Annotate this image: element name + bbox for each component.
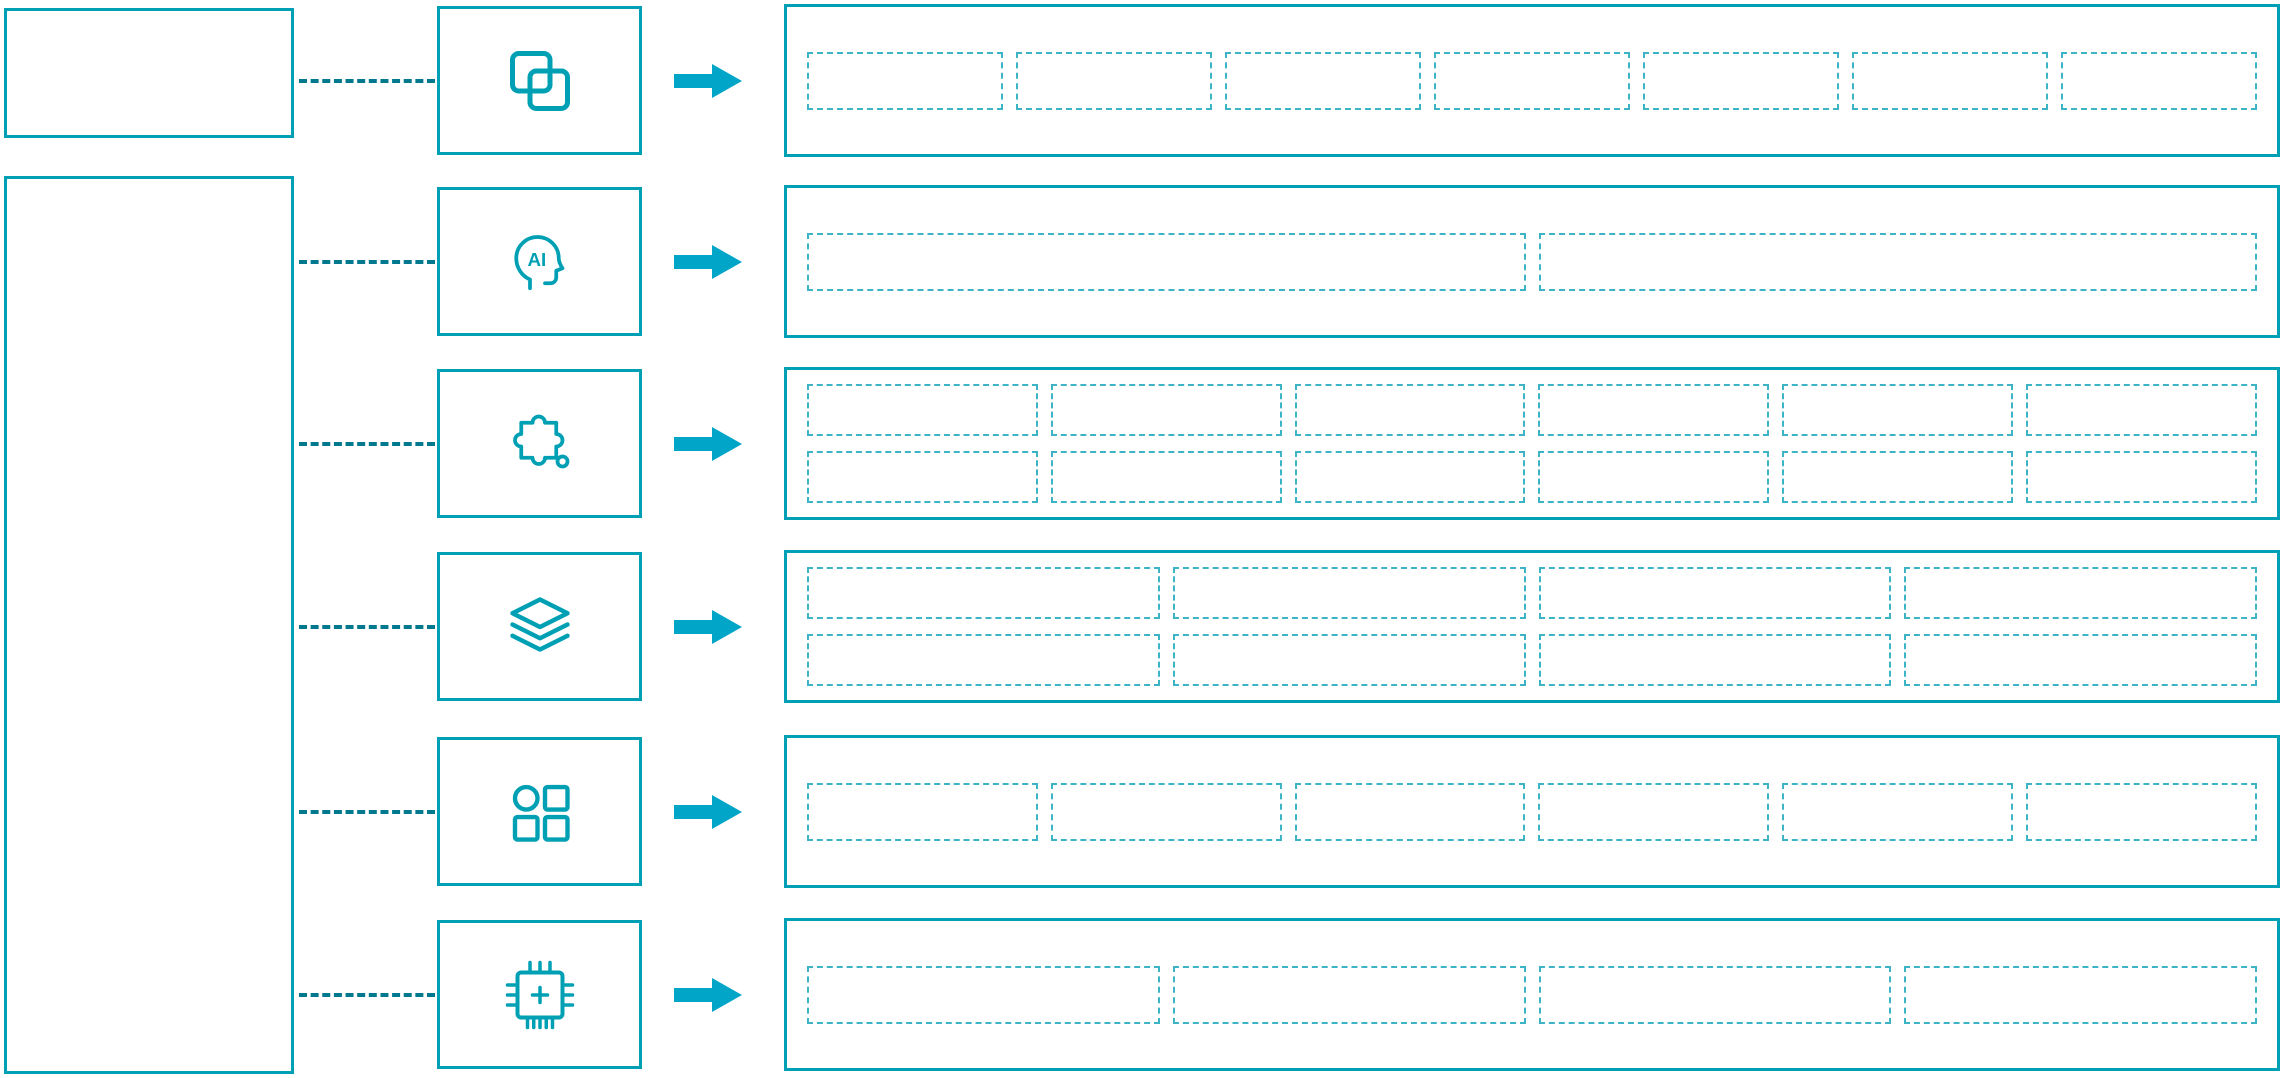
placeholder-box <box>1050 782 1282 841</box>
cpu-plus-icon <box>505 960 574 1029</box>
content-box-6 <box>784 918 2280 1071</box>
placeholder-row <box>807 567 2257 619</box>
left-top-panel <box>4 8 294 138</box>
placeholder-box <box>1172 634 1526 686</box>
placeholder-row <box>807 634 2257 686</box>
right-arrow-icon <box>674 791 742 833</box>
puzzle-icon <box>512 414 569 468</box>
placeholder-box <box>807 634 1160 686</box>
diagram-row-1 <box>0 4 2284 157</box>
placeholder-row <box>807 51 2257 110</box>
diagram-row-4 <box>0 550 2284 703</box>
right-arrow-icon <box>674 423 742 465</box>
placeholder-box <box>1050 451 1282 503</box>
ai-label: AI <box>527 248 546 269</box>
placeholder-box <box>807 451 1038 503</box>
placeholder-box <box>1904 965 2257 1024</box>
placeholder-row <box>807 232 2257 291</box>
right-arrow-icon <box>674 241 742 283</box>
placeholder-box <box>1538 384 1770 436</box>
placeholder-box <box>1434 51 1630 110</box>
placeholder-box <box>1538 451 1770 503</box>
icon-box-4 <box>437 552 642 701</box>
placeholder-box <box>2061 51 2257 110</box>
content-box-2 <box>784 185 2280 338</box>
placeholder-box <box>1538 232 2257 291</box>
placeholder-box <box>1852 51 2048 110</box>
layers-icon <box>509 596 570 652</box>
right-arrow-icon <box>674 974 742 1016</box>
placeholder-box <box>1538 782 1770 841</box>
placeholder-box <box>1538 634 1892 686</box>
placeholder-box <box>807 782 1038 841</box>
placeholder-box <box>1538 965 1892 1024</box>
placeholder-box <box>807 384 1038 436</box>
placeholder-box <box>807 51 1003 110</box>
placeholder-row <box>807 782 2257 841</box>
dashed-connector <box>299 809 435 814</box>
placeholder-box <box>1172 567 1526 619</box>
icon-box-5 <box>437 737 642 886</box>
dashed-connector <box>299 992 435 997</box>
placeholder-box <box>1294 451 1526 503</box>
placeholder-box <box>807 232 1526 291</box>
placeholder-box <box>1643 51 1839 110</box>
diagram-row-2: AI <box>0 185 2284 338</box>
dashed-connector <box>299 441 435 446</box>
dashed-connector <box>299 624 435 629</box>
diagram-row-6 <box>0 918 2284 1071</box>
placeholder-box <box>1172 965 1526 1024</box>
placeholder-box <box>1294 782 1526 841</box>
content-box-5 <box>784 735 2280 888</box>
placeholder-box <box>807 567 1160 619</box>
shapes-grid-icon <box>512 784 570 842</box>
placeholder-box <box>1016 51 1212 110</box>
icon-box-1 <box>437 6 642 155</box>
placeholder-box <box>1904 634 2257 686</box>
placeholder-box <box>807 965 1160 1024</box>
diagram-row-3 <box>0 367 2284 520</box>
right-arrow-icon <box>674 60 742 102</box>
placeholder-box <box>1782 384 2014 436</box>
placeholder-row <box>807 384 2257 436</box>
dashed-connector <box>299 259 435 264</box>
icon-box-3 <box>437 369 642 518</box>
left-main-panel <box>4 176 294 1074</box>
icon-box-6 <box>437 920 642 1069</box>
placeholder-box <box>1782 451 2014 503</box>
icon-box-2: AI <box>437 187 642 336</box>
placeholder-row <box>807 451 2257 503</box>
content-box-3 <box>784 367 2280 520</box>
placeholder-box <box>2026 451 2257 503</box>
placeholder-box <box>1050 384 1282 436</box>
placeholder-box <box>1538 567 1892 619</box>
placeholder-box <box>1904 567 2257 619</box>
content-box-1 <box>784 4 2280 157</box>
placeholder-box <box>1294 384 1526 436</box>
placeholder-box <box>2026 384 2257 436</box>
dashed-connector <box>299 78 435 83</box>
diagram-row-5 <box>0 735 2284 888</box>
content-box-4 <box>784 550 2280 703</box>
right-arrow-icon <box>674 606 742 648</box>
placeholder-row <box>807 965 2257 1024</box>
overlapping-windows-icon <box>509 50 570 111</box>
placeholder-box <box>1782 782 2014 841</box>
placeholder-box <box>1225 51 1421 110</box>
placeholder-box <box>2026 782 2257 841</box>
ai-head-icon: AI <box>513 234 564 290</box>
